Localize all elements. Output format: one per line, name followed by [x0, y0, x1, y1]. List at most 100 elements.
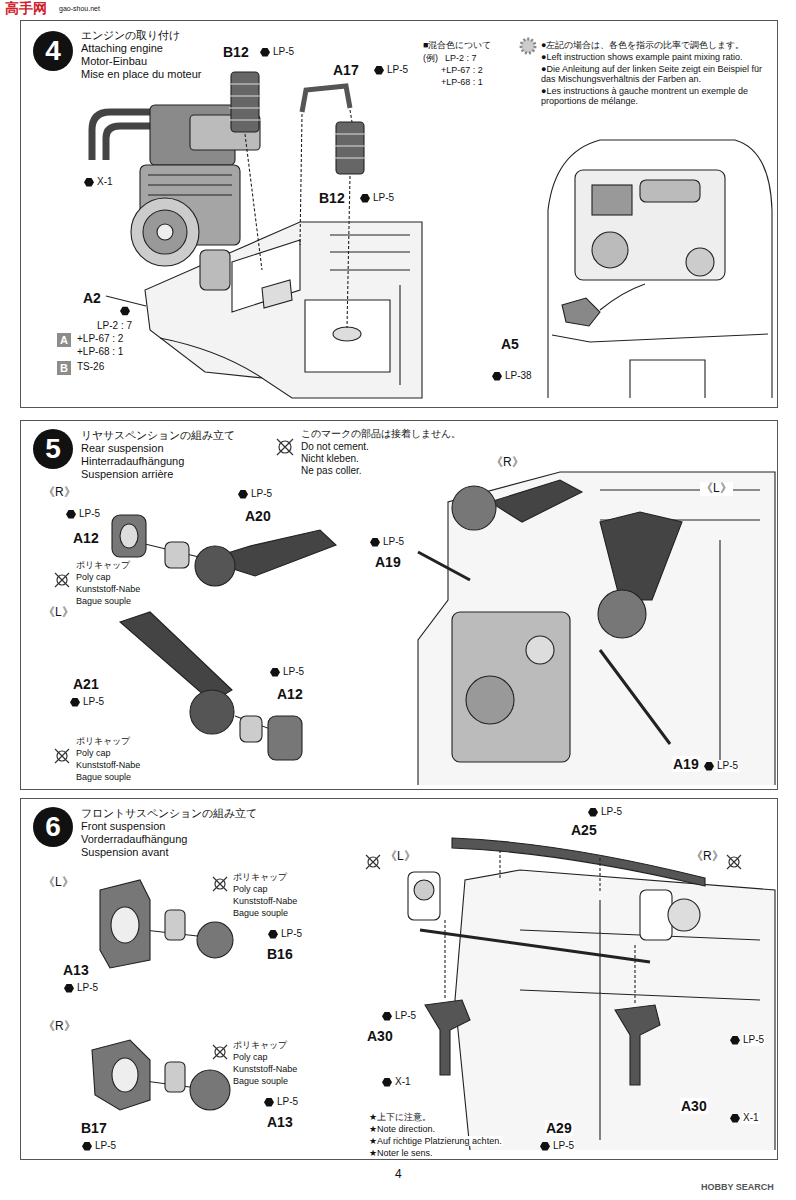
- car-rear-drawing: [686, 248, 714, 276]
- note-text: ●Left instruction shows example paint mi…: [540, 52, 776, 62]
- note-text: TS-26: [76, 361, 105, 373]
- no-cement-icon: [727, 855, 741, 869]
- paint-code: LP-5: [78, 508, 101, 520]
- mount-parts: [245, 110, 352, 328]
- front-chassis-drawing: [615, 1005, 660, 1085]
- paint-code: LP-5: [272, 46, 295, 58]
- paint-hex: [704, 762, 714, 771]
- note-text: 《L》: [42, 606, 75, 620]
- chassis-drawing: [160, 338, 262, 378]
- note-text: 《L》: [700, 482, 733, 496]
- part-number: A12: [72, 530, 100, 546]
- no-cement-icon: [277, 439, 293, 455]
- no-cement-icon: [277, 439, 293, 455]
- step-title: Vorderradaufhängung: [81, 833, 257, 846]
- step-number: 6: [45, 811, 61, 843]
- note-text: Poly cap: [232, 1052, 269, 1062]
- step-panel: リヤサスペンションの組み立てRear suspensionHinterradau…: [20, 420, 778, 790]
- front-hub-parts: [165, 910, 185, 940]
- paint-code: LP-5: [250, 488, 273, 500]
- color-key: A: [60, 334, 68, 346]
- paint-hex: [382, 1012, 392, 1021]
- part-number: A13: [266, 1114, 294, 1130]
- note-text: 《R》: [42, 486, 77, 500]
- rear-arm-parts: [112, 515, 336, 760]
- paint-hex: [730, 1114, 740, 1123]
- rear-arm-parts: [195, 546, 235, 586]
- front-hub-parts: [92, 880, 233, 1110]
- note-text: ★上下に注意。: [368, 1112, 432, 1122]
- car-rear-drawing: [640, 180, 700, 202]
- paint-hex: [64, 984, 74, 993]
- rear-arm-parts: [268, 716, 302, 760]
- front-hub-parts: [190, 1070, 230, 1110]
- front-chassis-drawing: [455, 870, 775, 1150]
- rear-chassis-drawing: [418, 472, 775, 785]
- paint-code: LP-5: [282, 666, 305, 678]
- step-heading: フロントサスペンションの組み立てFront suspensionVorderra…: [81, 807, 257, 859]
- car-rear-drawing: [562, 298, 600, 326]
- note-text: Poly cap: [75, 748, 112, 758]
- engine-drawing: [106, 126, 150, 160]
- rear-arm-parts: [120, 524, 138, 548]
- note-text: 《R》: [42, 1020, 77, 1034]
- front-chassis-drawing: [668, 899, 700, 931]
- paint-hex: [268, 930, 278, 939]
- part-number: A12: [276, 686, 304, 702]
- front-chassis-drawing: [500, 850, 600, 892]
- note-text: +LP-67 : 2: [76, 333, 124, 345]
- rear-arm-parts: [120, 612, 232, 702]
- car-rear-drawing: [552, 334, 768, 342]
- rear-arm-parts: [165, 542, 189, 568]
- paint-hex: [120, 307, 130, 316]
- color-key-box: B: [57, 361, 71, 375]
- chassis-drawing: [232, 240, 300, 312]
- note-text: ★Note direction.: [368, 1124, 436, 1134]
- part-number: A29: [545, 1120, 573, 1136]
- note-text: Bague souple: [232, 1076, 289, 1086]
- step-title: Hinterradaufhängung: [81, 455, 235, 468]
- part-number: B12: [222, 44, 250, 60]
- rear-chassis-drawing: [418, 472, 775, 785]
- chassis-drawing: [330, 235, 410, 385]
- mount-parts: [229, 84, 261, 120]
- note-text: ●左記の場合は、各色を指示の比率で調色します。: [540, 40, 776, 50]
- step-title: エンジンの取り付け: [81, 29, 201, 42]
- note-text: ●Die Anleitung auf der linken Seite zeig…: [540, 64, 776, 85]
- step-number-circle: 5: [33, 429, 73, 469]
- part-number: A5: [500, 336, 520, 352]
- car-rear-drawing: [575, 170, 725, 280]
- mount-parts: [302, 86, 350, 112]
- paint-code: LP-5: [276, 1096, 299, 1108]
- note-text: 《L》: [42, 876, 75, 890]
- paint-hex: [238, 490, 248, 499]
- step-number-circle: 6: [33, 807, 73, 847]
- rear-chassis-drawing: [452, 486, 496, 530]
- car-rear-drawing: [548, 140, 772, 398]
- no-cement-icon: [55, 749, 69, 763]
- paint-hex: [374, 66, 384, 75]
- note-text: Kunststoff-Nabe: [75, 584, 141, 594]
- part-number: A17: [332, 62, 360, 78]
- part-number: A25: [570, 822, 598, 838]
- paint-hex: [66, 510, 76, 519]
- part-number: A19: [374, 554, 402, 570]
- front-chassis-drawing: [452, 838, 705, 886]
- no-cement-icon: [727, 855, 741, 869]
- step-title: Mise en place du moteur: [81, 68, 201, 81]
- mixing-gear: [521, 39, 535, 53]
- note-text: Bague souple: [75, 596, 132, 606]
- paint-code: LP-5: [716, 760, 739, 772]
- car-rear-drawing: [600, 284, 645, 310]
- part-number: B12: [318, 190, 346, 206]
- part-number: HOBBY SEARCH: [700, 1182, 775, 1192]
- no-cement-icon: [366, 855, 380, 869]
- no-cement-icon: [55, 573, 69, 587]
- paint-hex: [540, 1142, 550, 1151]
- paint-hex: [82, 1142, 92, 1151]
- paint-hex: [382, 1078, 392, 1087]
- note-text: gao-shou.net: [58, 5, 101, 13]
- part-number: A19: [672, 756, 700, 772]
- step-title: フロントサスペンションの組み立て: [81, 807, 257, 820]
- step-number-circle: 4: [33, 31, 73, 71]
